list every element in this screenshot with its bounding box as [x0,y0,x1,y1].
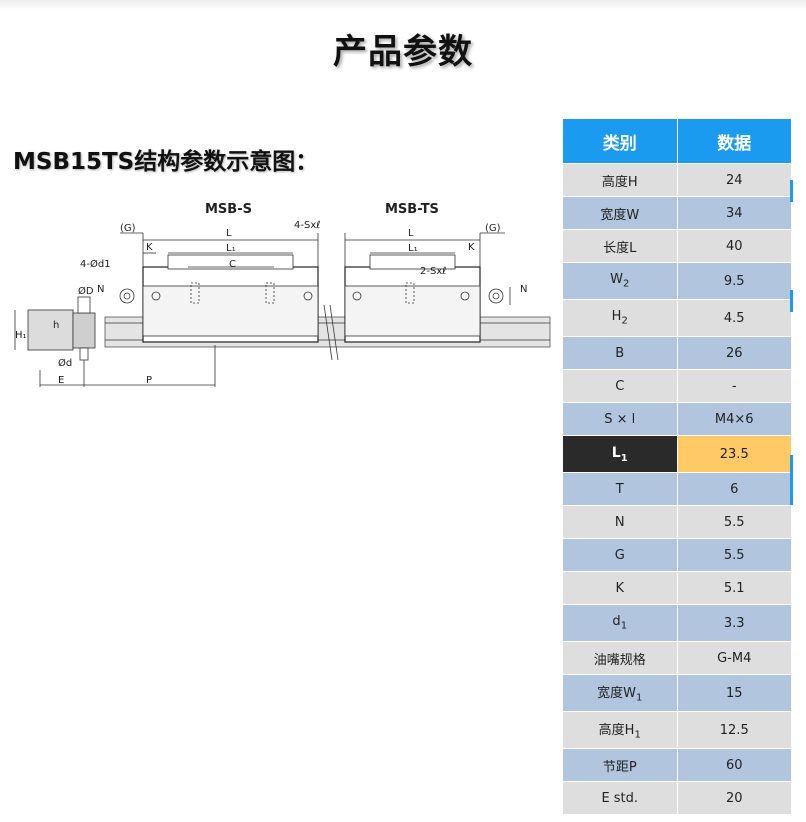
dim-c: C [229,259,236,270]
row-label: 宽度W [562,196,678,230]
dim-2sx: 2-Sxℓ [420,266,446,277]
row-label: 宽度W1 [562,674,678,712]
dim-l1-left: L₁ [226,243,236,254]
dim-p: P [146,375,152,386]
row-value: 9.5 [676,262,792,300]
row-label: K [562,571,678,605]
row-label: B [562,336,678,370]
row-label: T [562,472,678,506]
row-label: 油嘴规格 [562,641,678,675]
row-label: S × l [562,402,678,436]
dim-od: ØD [78,285,94,297]
row-label: L1 [562,435,678,473]
dim-g-left: (G) [120,223,136,234]
dim-n-right: N [520,284,527,295]
dim-k-left: K [146,242,153,253]
dim-k-right: K [468,242,475,253]
page-title: 产品参数 [333,32,473,72]
row-label: E std. [562,781,678,815]
dim-e: E [58,375,64,386]
row-label: G [562,538,678,572]
row-value: 4.5 [676,299,792,337]
row-value: 5.1 [676,571,792,605]
row-value: 34 [676,196,792,230]
dim-n-left: N [97,284,104,295]
dim-h: h [53,320,59,331]
row-value: 26 [676,336,792,370]
msb15ts-structure-diagram: MSB-S MSB-TS (G) K L L₁ 4-Sxℓ 4-Ød1 C N … [14,202,551,387]
row-label: C [562,369,678,403]
table-row: E std.20 [562,781,792,815]
row-value: 12.5 [676,711,792,749]
row-value: M4×6 [676,402,792,436]
header-category: 类别 [562,118,678,164]
row-value: 60 [676,748,792,782]
dim-d: Ød [58,357,72,369]
table-edge-marker [790,455,793,505]
section-title: MSB15TS结构参数示意图： [13,149,319,175]
row-value: 5.5 [676,505,792,539]
row-value: 23.5 [676,435,792,473]
table-edge-marker [790,290,793,312]
dim-g-right: (G) [485,223,501,234]
header-value: 数据 [676,118,792,164]
dim-h1: H₁ [15,330,27,341]
row-label: 高度H1 [562,711,678,749]
row-value: 6 [676,472,792,506]
row-label: 长度L [562,229,678,263]
row-label: d1 [562,604,678,642]
row-label: N [562,505,678,539]
row-label: H2 [562,299,678,337]
row-value: 20 [676,781,792,815]
label-msb-ts: MSB-TS [385,202,439,217]
table-edge-marker [790,180,793,202]
top-bar [0,0,806,10]
row-value: 40 [676,229,792,263]
dim-l1-right: L₁ [408,243,418,254]
label-msb-s: MSB-S [205,202,252,217]
dim-l-left: L [226,228,232,239]
row-value: - [676,369,792,403]
table-row: C- [562,369,792,403]
row-value: 3.3 [676,604,792,642]
dim-l-right: L [408,228,414,239]
row-value: 24 [676,163,792,197]
row-label: 节距P [562,748,678,782]
row-label: 高度H [562,163,678,197]
row-value: 5.5 [676,538,792,572]
row-value: 15 [676,674,792,712]
row-label: W2 [562,262,678,300]
dim-4sx: 4-Sxℓ [294,220,320,231]
dim-4d1: 4-Ød1 [80,258,111,270]
row-value: G-M4 [676,641,792,675]
